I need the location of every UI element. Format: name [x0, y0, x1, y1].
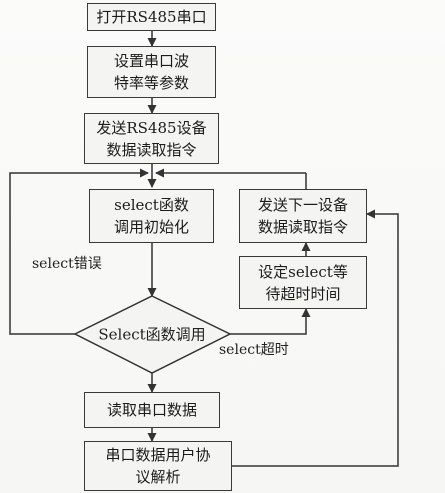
- select-error-label: select错误: [32, 256, 102, 272]
- send-read-text: 发送RS485设备 数据读取指令: [96, 118, 207, 159]
- parse-box: 串口数据用户协 议解析: [84, 441, 232, 491]
- open-port-text: 打开RS485串口: [96, 8, 207, 26]
- edge-select-timeout: [230, 308, 311, 335]
- edge-parse-loop: [232, 209, 399, 467]
- select-init-box: select函数 调用初始化: [89, 189, 214, 243]
- parse-text: 串口数据用户协 议解析: [105, 446, 211, 486]
- send-next-text: 发送下一设备 数据读取指令: [257, 196, 348, 236]
- open-port-box: 打开RS485串口: [87, 3, 216, 31]
- set-params-box: 设置串口波 特率等参数: [87, 46, 216, 98]
- send-next-box: 发送下一设备 数据读取指令: [239, 189, 367, 243]
- edge-select-error-loop: [9, 168, 149, 335]
- set-params-text: 设置串口波 特率等参数: [113, 52, 189, 92]
- read-data-text: 读取串口数据: [106, 401, 197, 419]
- select-call-text: Select函数调用: [98, 325, 206, 344]
- read-data-box: 读取串口数据: [84, 392, 220, 428]
- select-init-text: select函数 调用初始化: [113, 196, 189, 236]
- send-read-box: 发送RS485设备 数据读取指令: [84, 113, 219, 164]
- set-timeout-box: 设定select等 待超时时间: [239, 256, 367, 309]
- select-call-diamond: [73, 295, 232, 374]
- select-timeout-label: select超时: [219, 342, 289, 358]
- set-timeout-text: 设定select等 待超时时间: [258, 262, 348, 303]
